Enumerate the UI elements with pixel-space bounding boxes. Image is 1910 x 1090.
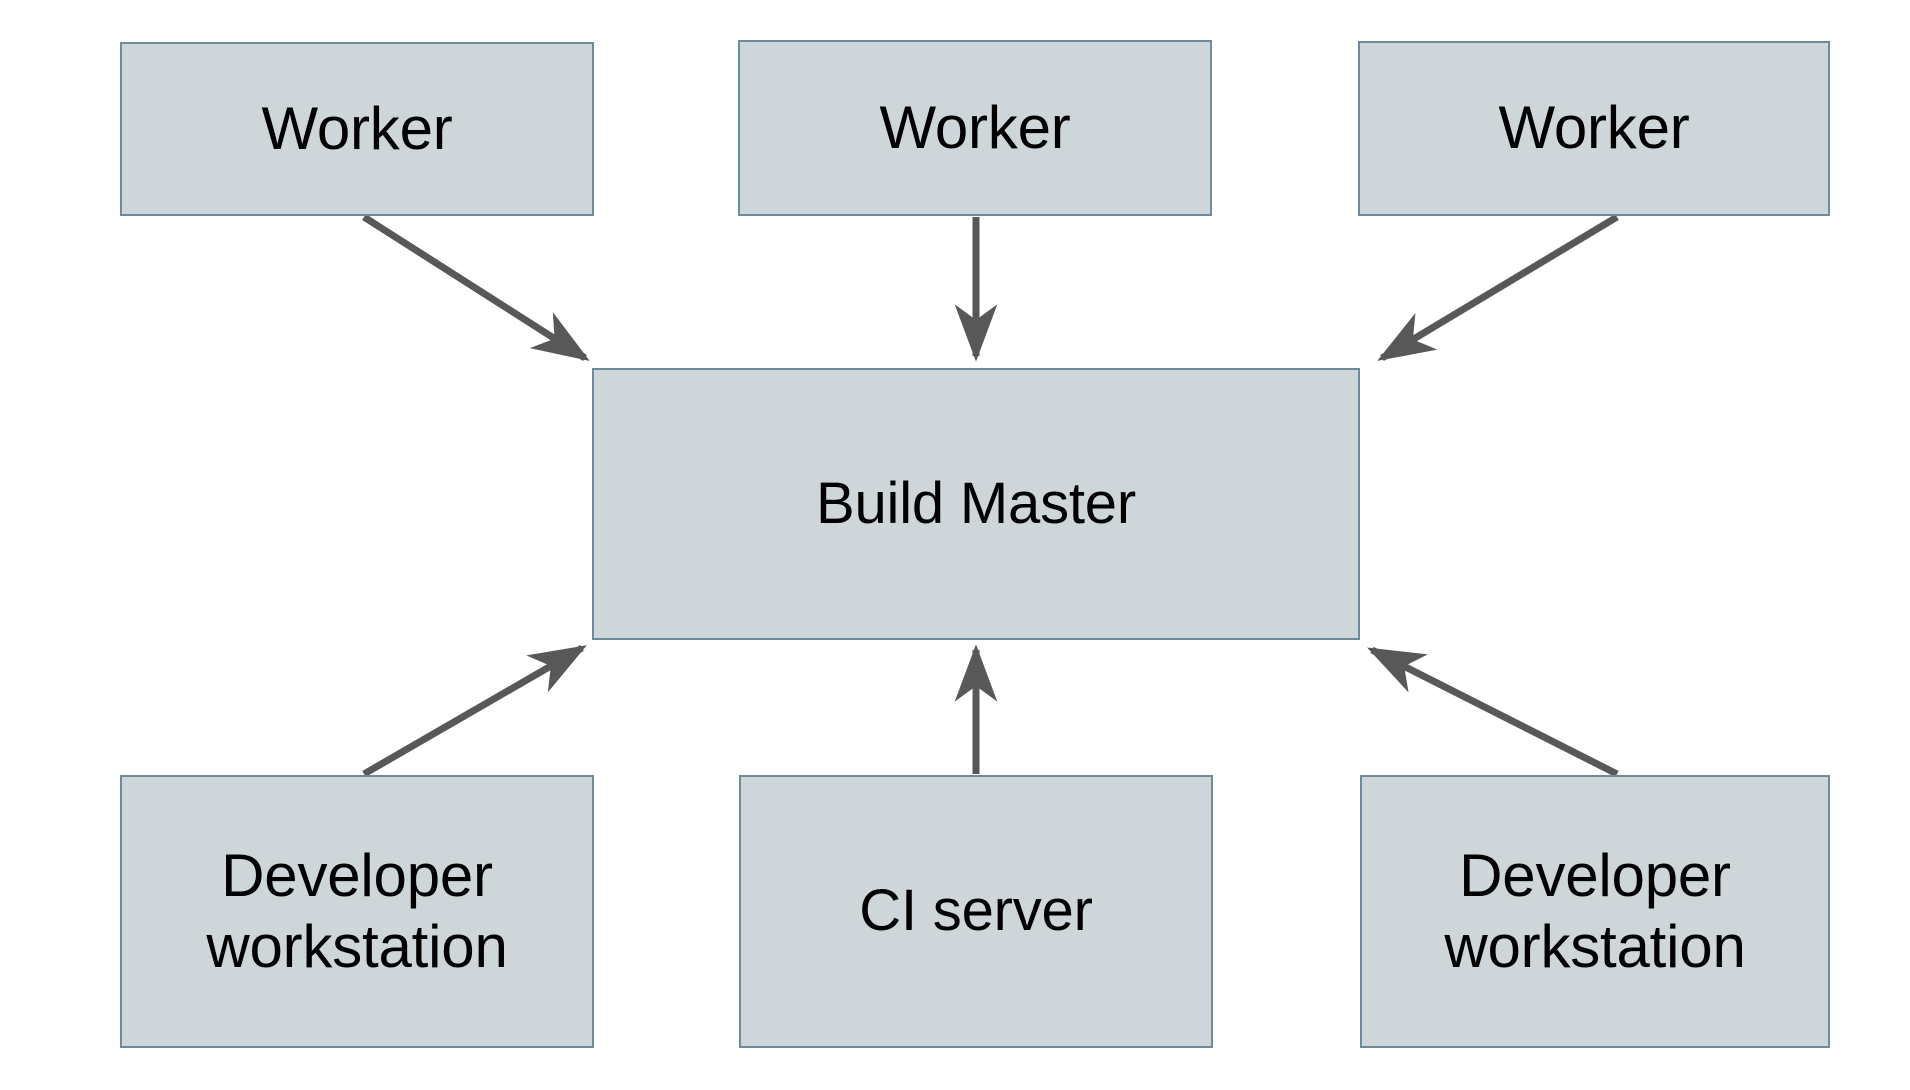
node-build-master[interactable]: Build Master bbox=[592, 368, 1360, 640]
node-developer-workstation-left[interactable]: Developer workstation bbox=[120, 775, 594, 1048]
node-worker-right[interactable]: Worker bbox=[1358, 41, 1830, 216]
node-label: Build Master bbox=[816, 470, 1136, 536]
node-label: Worker bbox=[261, 94, 453, 162]
edge-dev-left-to-build-master bbox=[362, 644, 587, 778]
node-ci-server[interactable]: CI server bbox=[739, 775, 1213, 1048]
node-label: Worker bbox=[1498, 94, 1690, 162]
edge-dev-right-to-build-master bbox=[1367, 646, 1619, 778]
node-label: Worker bbox=[879, 93, 1071, 161]
node-label: Developer workstation bbox=[1444, 841, 1746, 980]
edge-worker-right-to-build-master bbox=[1377, 213, 1619, 362]
node-label: CI server bbox=[859, 878, 1093, 944]
node-worker-left[interactable]: Worker bbox=[120, 42, 594, 216]
node-label: Developer workstation bbox=[206, 841, 508, 980]
node-worker-center[interactable]: Worker bbox=[738, 40, 1212, 216]
edge-worker-left-to-build-master bbox=[362, 214, 590, 362]
node-developer-workstation-right[interactable]: Developer workstation bbox=[1360, 775, 1830, 1048]
